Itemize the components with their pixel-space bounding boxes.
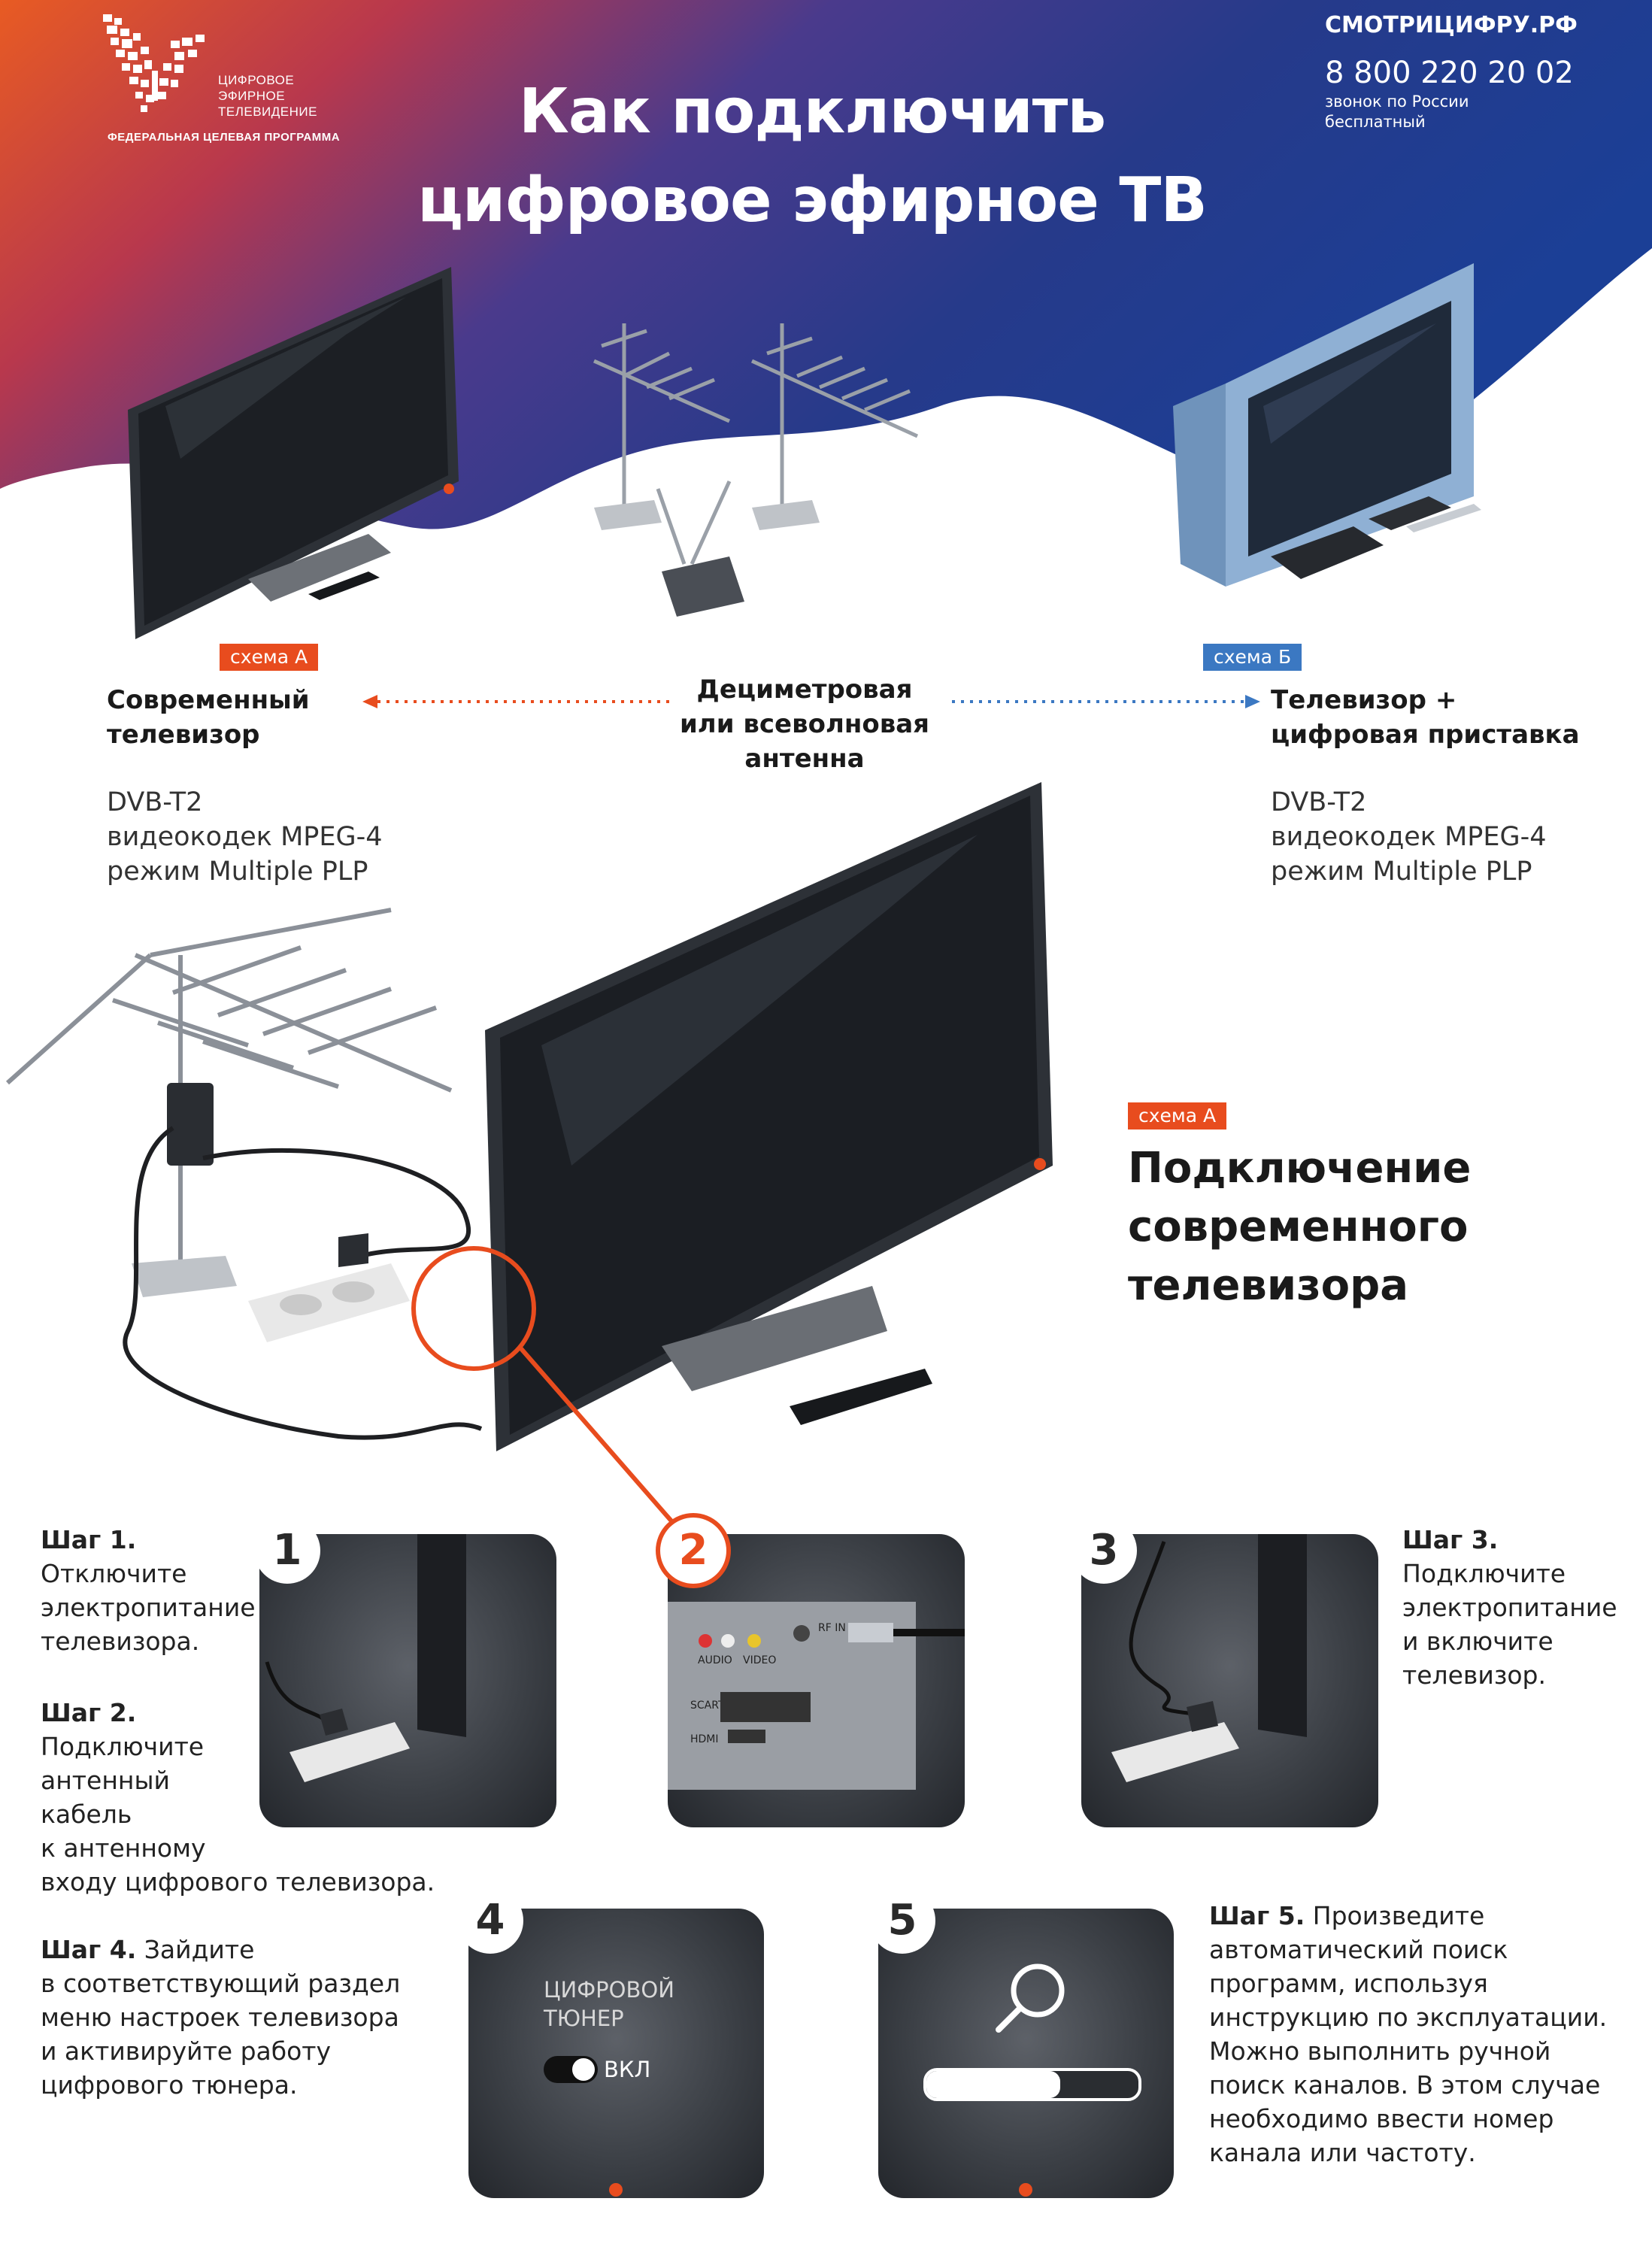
step-4-title: Шаг 4.: [41, 1935, 137, 1964]
antenna-label-line-1: Дециметровая: [696, 675, 913, 705]
step-2-number: 2: [656, 1513, 731, 1588]
jack-hdmi-label: HDMI: [690, 1733, 719, 1745]
step-5-panel: [878, 1909, 1174, 2198]
step-2-line-1: Подключите: [41, 1732, 205, 1761]
step-1-number: 1: [254, 1518, 320, 1584]
step-2-line-2: антенный: [41, 1766, 170, 1795]
step-1-title: Шаг 1.: [41, 1525, 137, 1554]
logo-line-2: ЭФИРНОЕ: [218, 89, 286, 103]
step-4-line-2: в соответствующий раздел: [41, 1969, 401, 1998]
step-5-line-8: канала или частоту.: [1209, 2138, 1476, 2167]
tuner-toggle-label: ВКЛ: [604, 2057, 651, 2082]
step-5-line-6: поиск каналов. В этом случае: [1209, 2070, 1601, 2100]
scheme-a-name-line-1: Современный: [107, 685, 310, 715]
logo-line-3: ТЕЛЕВИДЕНИЕ: [218, 105, 317, 119]
step-2-line-3: кабель: [41, 1800, 132, 1829]
step-2-line-4: к антенному: [41, 1833, 206, 1863]
step-5-line-3: программ, используя: [1209, 1969, 1488, 1998]
antenna-label-line-2: или всеволновая: [679, 709, 930, 739]
step-5-line-5: Можно выполнить ручной: [1209, 2036, 1551, 2066]
step-5-text: Шаг 5. Произведите автоматический поиск …: [1209, 1899, 1607, 2170]
step-3-number: 3: [1071, 1518, 1137, 1584]
connection-title-line-1: Подключение: [1128, 1144, 1472, 1193]
step-3-title: Шаг 3.: [1402, 1525, 1499, 1554]
step-1-panel: [259, 1534, 556, 1827]
power-indicator-icon: [609, 2183, 623, 2197]
tuner-label-line-1: ЦИФРОВОЙ: [544, 1977, 674, 2003]
step-5-line-4: инструкцию по эксплуатации.: [1209, 2003, 1608, 2032]
call-note-line-1: звонок по России: [1325, 92, 1469, 111]
butterfly-logo-icon: [103, 14, 205, 112]
step-5-title: Шаг 5.: [1209, 1901, 1305, 1930]
step-3-text: Шаг 3. Подключите электропитание и включ…: [1402, 1523, 1617, 1692]
step-4-panel: ЦИФРОВОЙ ТЮНЕР ВКЛ: [468, 1909, 764, 2198]
tuner-label-line-2: ТЮНЕР: [544, 2006, 624, 2031]
antenna-label-line-3: антенна: [744, 744, 865, 774]
call-note-line-2: бесплатный: [1325, 113, 1426, 131]
step-4-line-4: и активируйте работу: [41, 2036, 332, 2066]
step-3-line-1: Подключите: [1402, 1559, 1566, 1588]
plug-in-illustration: [1111, 1534, 1307, 1782]
scheme-b-spec-2: видеокодек MPEG-4: [1271, 822, 1547, 852]
step-2-line-5: входу цифрового телевизора.: [41, 1867, 435, 1897]
connection-scheme-badge: схема А: [1128, 1102, 1227, 1130]
step-5-line-7: необходимо ввести номер: [1209, 2104, 1554, 2133]
antenna-tv-connection-illustration: [5, 782, 1053, 1524]
step-4-line-1: Зайдите: [144, 1935, 255, 1964]
step-3-panel: [1081, 1534, 1378, 1827]
step-3-line-3: и включите: [1402, 1627, 1553, 1656]
jack-scart-label: SCART: [690, 1700, 725, 1712]
step-4-text: Шаг 4. Зайдите в соответствующий раздел …: [41, 1933, 400, 2102]
toggle-knob: [572, 2058, 595, 2081]
search-progress-fill: [926, 2071, 1060, 2098]
page-title-line-2: цифровое эфирное ТВ: [417, 165, 1208, 236]
antennas-illustration: [593, 323, 919, 617]
step-1-line-1: Отключите: [41, 1559, 187, 1588]
power-indicator-icon: [1019, 2183, 1032, 2197]
step-1-text: Шаг 1. Отключите электропитание телевизо…: [41, 1523, 256, 1658]
step-4-line-5: цифрового тюнера.: [41, 2070, 298, 2100]
scheme-a-spec-1: DVB-T2: [107, 787, 203, 817]
step-5-line-2: автоматический поиск: [1209, 1935, 1508, 1964]
jack-rfin-label: RF IN: [818, 1622, 846, 1634]
search-progress-bar: [923, 2068, 1141, 2101]
scheme-b-spec-3: режим Multiple PLP: [1271, 857, 1532, 887]
modern-tv-illustration: [128, 267, 459, 639]
phone-number[interactable]: 8 800 220 20 02: [1325, 56, 1574, 90]
antenna-input-illustration: [699, 1623, 965, 1743]
step-5-number: 5: [869, 1888, 935, 1954]
scheme-b-spec-1: DVB-T2: [1271, 787, 1367, 817]
unplug-illustration: [265, 1534, 466, 1782]
site-link[interactable]: СМОТРИЦИФРУ.РФ: [1325, 12, 1578, 38]
scheme-a-badge: схема А: [220, 644, 319, 671]
arrow-right-icon: [952, 695, 1260, 708]
step-1-line-3: телевизора.: [41, 1627, 200, 1656]
scheme-b-name-line-1: Телевизор +: [1271, 685, 1457, 715]
arrow-left-icon: [362, 695, 674, 708]
step-5-line-1: Произведите: [1312, 1901, 1485, 1930]
step-1-line-2: электропитание: [41, 1593, 256, 1622]
step-4-number: 4: [457, 1888, 523, 1954]
scheme-a-spec-3: режим Multiple PLP: [107, 857, 368, 887]
page-title-line-1: Как подключить: [518, 76, 1106, 147]
tuner-toggle[interactable]: [544, 2056, 598, 2083]
scheme-b-name-line-2: цифровая приставка: [1271, 720, 1580, 750]
scheme-a-name-line-2: телевизор: [107, 720, 260, 750]
connection-title-line-3: телевизора: [1128, 1261, 1408, 1310]
scheme-b-badge: схема Б: [1203, 644, 1302, 671]
crt-tv-with-settop-illustration: [1173, 263, 1481, 587]
step-2-title: Шаг 2.: [41, 1698, 137, 1727]
logo-line-1: ЦИФРОВОЕ: [218, 73, 295, 87]
step-2-text: Шаг 2. Подключите антенный кабель к анте…: [41, 1696, 435, 1899]
scheme-a-spec-2: видеокодек MPEG-4: [107, 822, 383, 852]
step-3-line-4: телевизор.: [1402, 1660, 1546, 1690]
step-3-line-2: электропитание: [1402, 1593, 1617, 1622]
search-icon: [996, 1963, 1065, 2033]
step-4-line-3: меню настроек телевизора: [41, 2003, 399, 2032]
jack-audio-label: AUDIO: [698, 1654, 732, 1666]
jack-video-label: VIDEO: [743, 1654, 777, 1666]
logo-program: ФЕДЕРАЛЬНАЯ ЦЕЛЕВАЯ ПРОГРАММА: [108, 131, 341, 144]
connection-title-line-2: современного: [1128, 1202, 1469, 1251]
step-2-panel: AUDIO VIDEO RF IN SCART HDMI: [668, 1534, 965, 1827]
